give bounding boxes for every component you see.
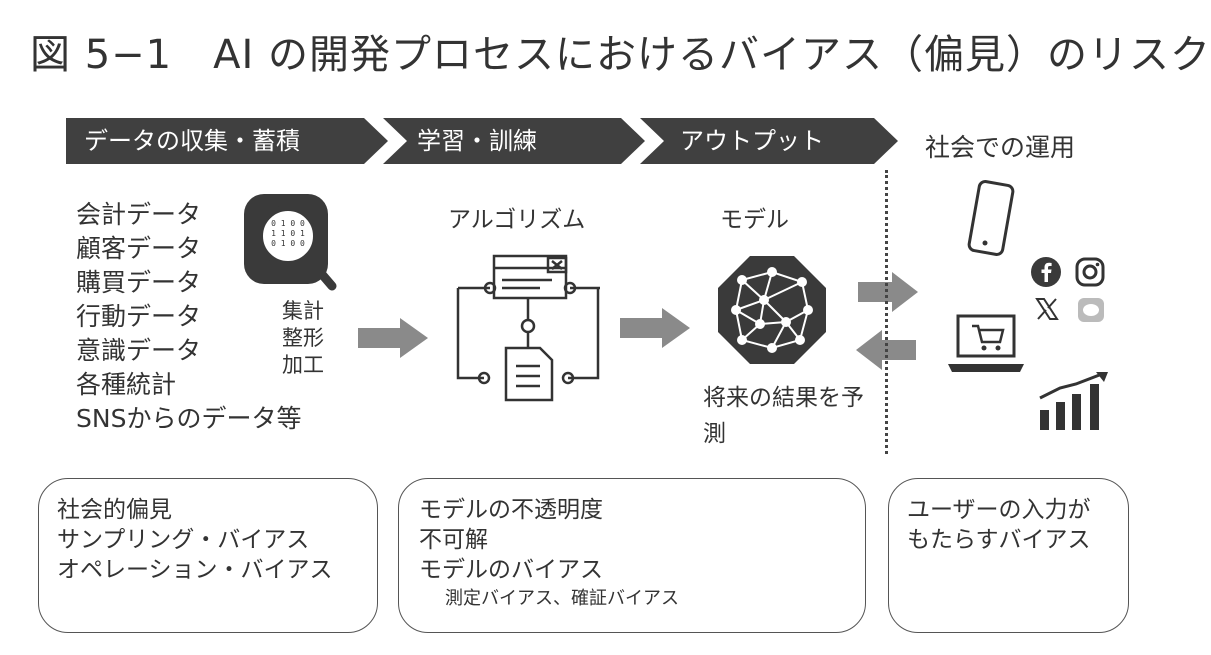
- data-item: 購買データ: [76, 268, 202, 297]
- stage-output: アウトプット: [640, 118, 898, 164]
- svg-text:0 1 0 0: 0 1 0 0: [271, 219, 305, 228]
- smartphone-icon: [967, 180, 1015, 256]
- data-item: 会計データ: [76, 200, 202, 229]
- bias-item: モデルの不透明度: [419, 497, 603, 523]
- bias-item: もたらすバイアス: [907, 527, 1091, 553]
- bias-box-data: 社会的偏見 サンプリング・バイアス オペレーション・バイアス: [38, 478, 378, 633]
- right-arrow-icon: [358, 318, 428, 358]
- deployment-divider: [885, 170, 888, 454]
- processing-step: 加工: [282, 353, 324, 377]
- prediction-text: 将来の結果を予測: [703, 385, 864, 447]
- neural-network-model-icon: [718, 256, 826, 364]
- bias-item: オペレーション・バイアス: [57, 557, 333, 583]
- stage-training: 学習・訓練: [383, 118, 645, 164]
- bias-item: 社会的偏見: [57, 497, 172, 523]
- stage-data-collection: データの収集・蓄積: [66, 118, 388, 164]
- bias-item: ユーザーの入力が: [907, 497, 1091, 523]
- bias-item: 不可解: [419, 527, 488, 553]
- bias-box-model: モデルの不透明度 不可解 モデルのバイアス 測定バイアス、確証バイアス: [398, 478, 866, 633]
- bias-item: サンプリング・バイアス: [57, 527, 310, 553]
- right-arrow-icon: [620, 308, 690, 348]
- data-item: 顧客データ: [76, 234, 202, 263]
- data-source-list: 会計データ 顧客データ 購買データ 行動データ 意識データ 各種統計 SNSから…: [76, 198, 301, 436]
- bias-subitem: 測定バイアス、確証バイアス: [445, 588, 679, 609]
- processing-step: 集計: [282, 299, 324, 323]
- svg-text:0 1 0 0: 0 1 0 0: [271, 239, 305, 248]
- model-label: モデル: [720, 207, 789, 233]
- data-item: 行動データ: [76, 302, 202, 331]
- data-item: 意識データ: [76, 336, 202, 365]
- figure-title: 図 5−1 AI の開発プロセスにおけるバイアス（偏見）のリスク: [30, 32, 1211, 78]
- x-icon: [1035, 298, 1059, 320]
- facebook-icon: [1031, 257, 1061, 287]
- bias-item: モデルのバイアス: [419, 557, 603, 583]
- algorithm-flow-icon: [456, 254, 600, 402]
- stage-social-use: 社会での運用: [925, 133, 1076, 162]
- right-arrow-icon: [858, 272, 918, 312]
- data-item: 各種統計: [76, 370, 177, 399]
- processing-step: 整形: [282, 326, 324, 350]
- bias-box-user: ユーザーの入力が もたらすバイアス: [888, 478, 1129, 633]
- instagram-icon: [1075, 257, 1105, 287]
- bar-chart-growth-icon: [1039, 372, 1108, 430]
- magnifier-data-icon: 0 1 0 0 1 1 0 1 0 1 0 0: [244, 194, 337, 291]
- algorithm-label: アルゴリズム: [448, 207, 586, 233]
- messaging-icon: [1078, 298, 1104, 322]
- laptop-cart-icon: [948, 314, 1024, 372]
- svg-text:1 1 0 1: 1 1 0 1: [271, 229, 305, 238]
- processing-steps: 集計 整形 加工: [278, 298, 328, 379]
- data-item: SNSからのデータ等: [76, 404, 302, 433]
